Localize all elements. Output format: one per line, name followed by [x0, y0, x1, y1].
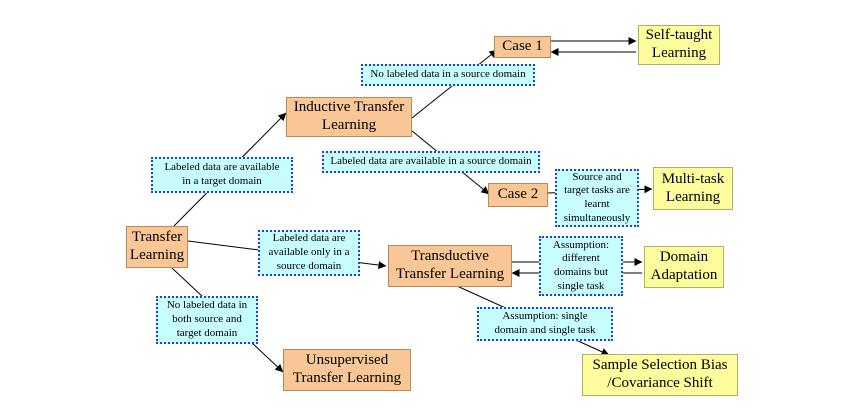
node-case-1: Case 1 [494, 36, 551, 58]
label-labeled-target-domain: Labeled data are available in a target d… [151, 157, 293, 193]
node-sample-selection-bias: Sample Selection Bias /Covariance Shift [582, 354, 738, 396]
label-no-labeled-both-domains: No labeled data in both source and targe… [156, 296, 258, 344]
node-transfer-learning: Transfer Learning [126, 226, 188, 268]
node-unsupervised-transfer-learning: Unsupervised Transfer Learning [283, 349, 411, 391]
node-case-2: Case 2 [488, 183, 548, 207]
label-labeled-only-source: Labeled data are available only in a sou… [258, 230, 360, 276]
label-source-target-simultaneous: Source and target tasks are learnt simul… [555, 169, 639, 227]
label-assumption-single-domain: Assumption: single domain and single tas… [477, 307, 613, 341]
node-transductive-transfer-learning: Transductive Transfer Learning [388, 245, 512, 287]
node-inductive-transfer-learning: Inductive Transfer Learning [286, 97, 412, 137]
label-assumption-different-domains: Assumption: different domains but single… [539, 236, 623, 296]
node-self-taught-learning: Self-taught Learning [638, 25, 720, 65]
label-no-labeled-source-domain: No labeled data in a source domain [361, 64, 535, 86]
node-multi-task-learning: Multi-task Learning [653, 167, 733, 210]
label-labeled-source-domain: Labeled data are available in a source d… [322, 151, 540, 173]
node-domain-adaptation: Domain Adaptation [644, 246, 724, 288]
